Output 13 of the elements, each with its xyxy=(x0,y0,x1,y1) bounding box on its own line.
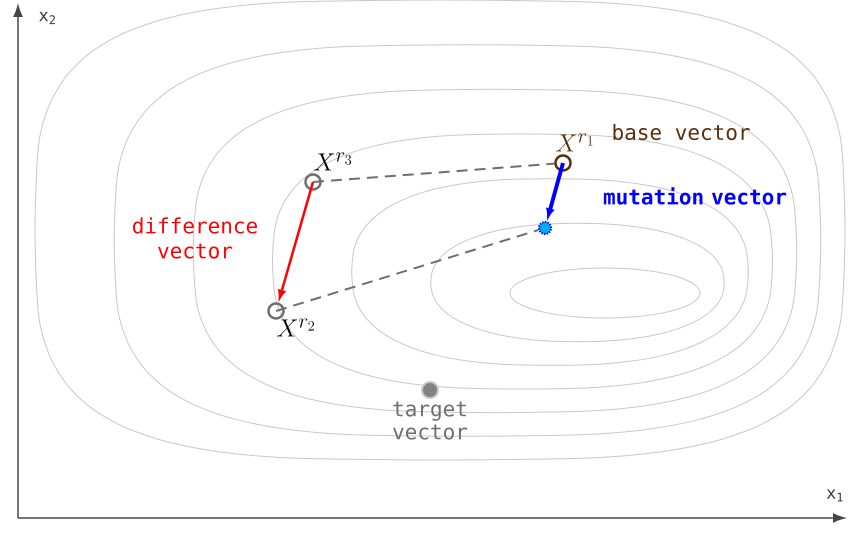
point-caption: target vector xyxy=(393,402,468,440)
point-label: $X^{r_3}$ xyxy=(314,152,352,170)
point-label: $X^{r_2}$ xyxy=(276,318,314,336)
target-point xyxy=(421,381,439,399)
edge-label: difference vector xyxy=(133,217,257,259)
point-marker xyxy=(538,221,552,235)
axis-label: x$_{1}$ xyxy=(826,489,843,502)
point-label: $X^{r_1}$ xyxy=(556,133,593,152)
axis-label: x$_{2}$ xyxy=(39,12,55,24)
point-marker xyxy=(267,302,285,320)
point-caption: base vector xyxy=(614,124,750,140)
dashed-line xyxy=(312,162,554,183)
edge-label: mutation vector xyxy=(604,187,786,205)
